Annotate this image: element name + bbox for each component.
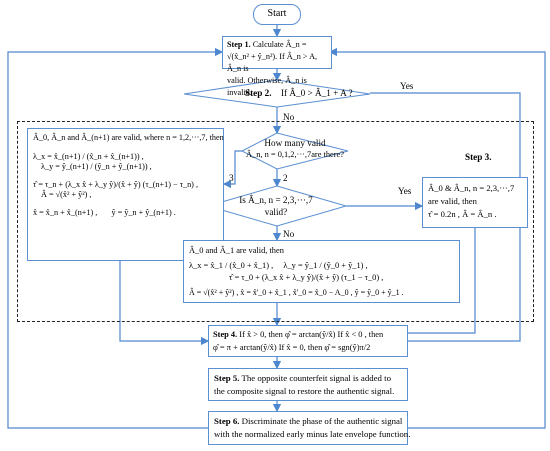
edge-no-2: No (283, 229, 295, 239)
arrow-d3-3 (222, 150, 242, 189)
box2-tau: τ̂ = τ_0 + (λ_x x̂ + λ_y ŷ)/(x̂ + ŷ) (τ_… (229, 273, 384, 282)
step3-two-valid-box: Â_0 and Â_1 are valid, then λ_x = x̂_1 /… (183, 240, 460, 303)
edge-no-1: No (283, 112, 295, 122)
arrow-loop-step1-right (328, 47, 546, 429)
decision-d3-shape (240, 132, 349, 170)
step6-label: Step 6. (214, 416, 240, 426)
step3-three-valid-box: Â_0, Â_n and Â_(n+1) are valid, where n … (27, 128, 224, 261)
step1-text-b: . If Â_n > A, Â_n is (227, 52, 318, 73)
start-label: Start (267, 8, 287, 19)
box2-line1: Â_0 and Â_1 are valid, then (189, 246, 284, 255)
step4-line1: If x̂ > 0, then φ̂ = arctan(ŷ/x̂) If x̂ … (239, 330, 384, 339)
step1-text-a: Calculate (252, 40, 284, 49)
step2-text: If Â_0 > Â_1 + A ? (281, 88, 353, 98)
boxyes-line1: Â_0 & Â_n, n = 2,3,···,7 (428, 183, 515, 193)
step2-label: Step 2. (245, 88, 272, 98)
boxyes-line2: are valid, then (428, 196, 477, 206)
step4-label: Step 4. (213, 330, 238, 339)
step5-box: Step 5. The opposite counterfeit signal … (208, 368, 408, 401)
step5-line1: The opposite counterfeit signal is added… (241, 373, 391, 383)
step5-line2: the composite signal to restore the auth… (214, 385, 395, 396)
box2-lambda-x: λ_x = x̂_1 / (x̂_0 + x̂_1) , (189, 261, 274, 270)
decision-d4-shape (206, 185, 348, 227)
d3-text-2: Â_n, n = 0,1,2,···,7are there? (246, 150, 344, 159)
step3-label: Step 3. (465, 152, 492, 162)
box2-line3: Â = √(x̂² + ŷ²) , x̂ = x̂'_0 + x̂_1 , x̂… (189, 288, 404, 297)
step3-region (17, 121, 534, 322)
start-terminal: Start (253, 4, 301, 25)
step6-line1: Discriminate the phase of the authentic … (241, 416, 403, 426)
d4-text-2: valid? (264, 207, 288, 217)
step1-box: Step 1. Calculate Â_n = √(x̂_n² + ŷ_n²).… (222, 36, 332, 97)
step4-line2: φ̂ = π + arctan(ŷ/x̂) If x̂ = 0, then φ̂… (213, 343, 371, 352)
box3-y: ŷ = ŷ_n + ŷ_(n+1) . (111, 208, 176, 217)
arrow-box3-step4 (119, 261, 210, 346)
edge-3: 3 (229, 173, 234, 183)
edge-yes-2: Yes (398, 186, 412, 196)
arrow-loop-step1 (7, 47, 224, 429)
step1-formula: Â_n = √(x̂_n² + ŷ_n²) (227, 40, 307, 61)
boxyes-line3: τ̂ = 0.2n , Â = Â_n . (428, 209, 497, 219)
box3-line1: Â_0, Â_n and Â_(n+1) are valid, where n … (33, 133, 224, 142)
box3-x: x̂ = x̂_n + x̂_(n+1) , (33, 208, 98, 217)
box3-lambda-x: λ_x = x̂_(n+1) / (x̂_n + x̂_(n+1)) , (33, 152, 144, 161)
decision-step2-shape (183, 79, 371, 108)
d4-text-1: Is Â_n, n = 2,3,···,7 (239, 195, 313, 205)
step6-line2: with the normalized early minus late env… (214, 428, 411, 439)
box3-amp: Â = √(x̂² + ŷ²) , (41, 190, 92, 199)
box3-lambda-y: λ_y = ŷ_(n+1) / (ŷ_n + ŷ_(n+1)) , (41, 162, 152, 171)
edge-2: 2 (283, 173, 288, 183)
step6-box: Step 6. Discriminate the phase of the au… (208, 411, 411, 445)
box3-tau: τ̂ = τ_n + (λ_x x̂ + λ_y ŷ)/(x̂ + ŷ) (τ_… (33, 180, 199, 189)
step3-yes-box: Â_0 & Â_n, n = 2,3,···,7 are valid, then… (422, 177, 528, 228)
step4-box: Step 4. If x̂ > 0, then φ̂ = arctan(ŷ/x̂… (208, 325, 408, 357)
box2-lambda-y: λ_y = ŷ_1 / (ŷ_0 + ŷ_1) , (283, 261, 368, 270)
step5-label: Step 5. (214, 373, 240, 383)
step1-text-line2: valid. Otherwise, Â_n is invalid. (227, 76, 307, 97)
step1-label: Step 1. (227, 40, 251, 49)
d3-text-1: How many valid (264, 138, 326, 148)
edge-yes-1: Yes (400, 81, 414, 91)
arrow-boxyes-step4 (389, 228, 476, 338)
